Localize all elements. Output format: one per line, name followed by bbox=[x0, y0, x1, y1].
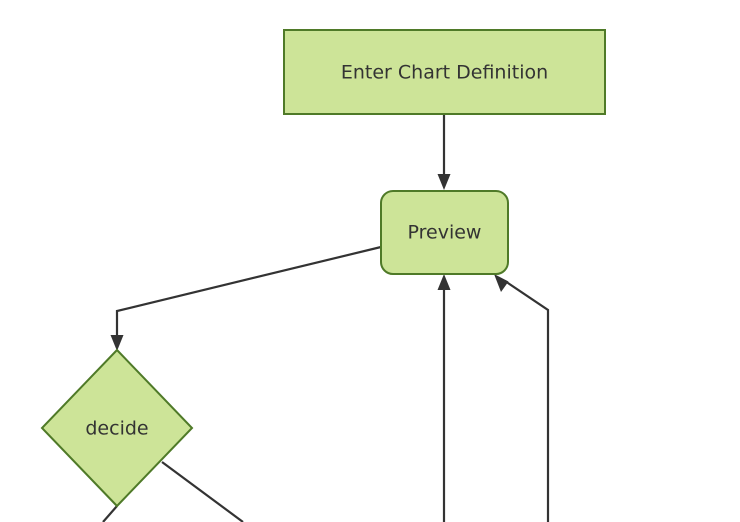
edge-into-preview-right bbox=[494, 274, 550, 522]
edge-line bbox=[161, 461, 244, 522]
edge-line bbox=[102, 505, 118, 522]
node-preview[interactable]: Preview bbox=[380, 190, 509, 275]
arrowhead-icon bbox=[494, 274, 509, 292]
arrowhead-icon bbox=[437, 274, 451, 290]
edge-enter-to-preview bbox=[437, 114, 451, 190]
edge-into-preview-bottom bbox=[437, 274, 451, 522]
node-shape-rounded-rectangle[interactable] bbox=[380, 190, 509, 275]
edge-line bbox=[504, 280, 550, 522]
edge-decide-right-out bbox=[161, 461, 244, 522]
node-decide[interactable]: decide bbox=[40, 348, 194, 508]
edge-preview-to-decide bbox=[110, 245, 382, 351]
node-enter-chart-definition[interactable]: Enter Chart Definition bbox=[283, 29, 606, 115]
arrowhead-icon bbox=[110, 335, 124, 351]
edge-decide-bottom-out bbox=[102, 505, 118, 522]
edge-line bbox=[115, 245, 382, 338]
node-shape-rectangle[interactable] bbox=[283, 29, 606, 115]
arrowhead-icon bbox=[437, 174, 451, 190]
node-shape-diamond[interactable] bbox=[40, 348, 194, 508]
